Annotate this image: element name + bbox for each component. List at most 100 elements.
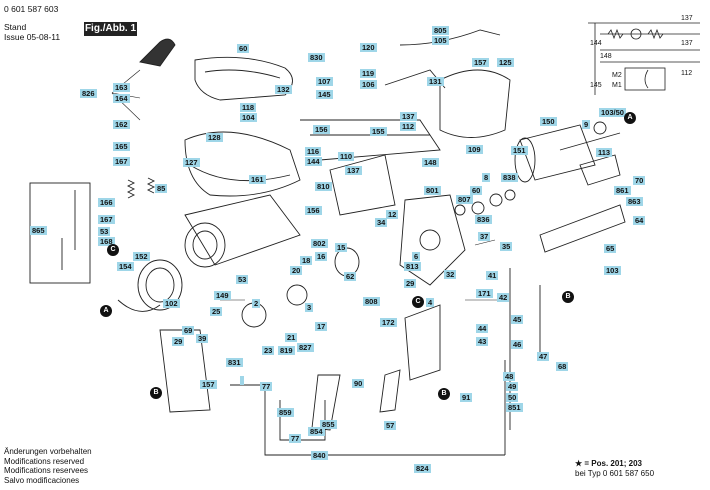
wiring-labels: 137 144 137 148 112 M2 M1 145 <box>588 12 702 106</box>
callout: 854 <box>308 427 325 436</box>
callout: 149 <box>214 291 231 300</box>
stand-label: Stand <box>4 22 27 32</box>
callout: 32 <box>444 270 457 279</box>
callout: 827 <box>297 343 314 352</box>
callout: 813 <box>404 262 421 271</box>
callout: 166 <box>98 198 115 207</box>
callout: 859 <box>277 408 294 417</box>
callout: 128 <box>206 133 223 142</box>
wiring-label: M2 <box>612 72 622 79</box>
callout: 34 <box>375 218 388 227</box>
callout: 103 <box>604 266 621 275</box>
callout: 9 <box>582 120 591 129</box>
callout: 29 <box>172 337 185 346</box>
callout: 171 <box>476 289 493 298</box>
wiring-label: 148 <box>600 53 612 60</box>
callout: 25 <box>210 307 223 316</box>
callout: 65 <box>604 244 617 253</box>
callout: 105 <box>432 36 449 45</box>
typ-note: bei Typ 0 601 587 650 <box>575 468 655 478</box>
callout: 145 <box>316 90 333 99</box>
marker-b: B <box>562 291 574 303</box>
callout: 155 <box>370 127 387 136</box>
callout: 43 <box>476 337 489 346</box>
callout: 41 <box>486 271 499 280</box>
callout: 110 <box>338 152 355 161</box>
callout: 77 <box>260 382 273 391</box>
callout: 824 <box>414 464 431 473</box>
callout: 172 <box>380 318 397 327</box>
callout: 112 <box>400 122 417 131</box>
callout: 47 <box>537 352 550 361</box>
marker-c: C <box>107 244 119 256</box>
callout: 29 <box>404 279 417 288</box>
callout: 151 <box>511 146 528 155</box>
callout: 50 <box>506 393 519 402</box>
callout: 163 <box>113 83 130 92</box>
wiring-label: 137 <box>681 40 693 47</box>
callout: 830 <box>308 53 325 62</box>
callout: 113 <box>596 148 613 157</box>
callout: 162 <box>113 120 130 129</box>
callout: 70 <box>633 176 646 185</box>
callout: 165 <box>113 142 130 151</box>
callout: 132 <box>275 85 292 94</box>
callout <box>240 376 244 385</box>
callout: 8 <box>482 173 491 182</box>
callout: 3 <box>305 303 314 312</box>
callout: 107 <box>316 77 333 86</box>
callout: 863 <box>626 197 643 206</box>
callout: 62 <box>344 272 357 281</box>
callout: 156 <box>305 206 322 215</box>
callout: 168 <box>98 237 115 246</box>
issue-label: Issue <box>4 32 25 42</box>
callout: 77 <box>289 434 302 443</box>
pos-note: ★ = Pos. 201; 203 <box>575 459 642 468</box>
marker-a: A <box>100 305 112 317</box>
issue-date: 05-08-11 <box>26 32 61 42</box>
callout: 157 <box>200 380 217 389</box>
callout: 148 <box>422 158 439 167</box>
callout: 53 <box>98 227 111 236</box>
callout: 154 <box>117 262 134 271</box>
marker-b: B <box>438 388 450 400</box>
callout: 42 <box>497 293 510 302</box>
callout: 45 <box>511 315 524 324</box>
disclaimer-line: Salvo modificaciones <box>4 475 80 485</box>
callout: 826 <box>80 89 97 98</box>
callout: 164 <box>113 94 130 103</box>
callout: 53 <box>236 275 249 284</box>
callout: 20 <box>290 266 303 275</box>
callout: 64 <box>633 216 646 225</box>
callout: 91 <box>460 393 473 402</box>
disclaimer-line: Modifications reserved <box>4 456 85 466</box>
callout: 810 <box>315 182 332 191</box>
wiring-label: 137 <box>681 15 693 22</box>
callout: 119 <box>360 69 377 78</box>
callout: 44 <box>476 324 489 333</box>
callout: 161 <box>249 175 266 184</box>
callout: 37 <box>478 232 491 241</box>
callout: 144 <box>305 157 322 166</box>
callout: 2 <box>252 299 261 308</box>
callout: 131 <box>427 77 444 86</box>
figure-label: Fig./Abb. 1 <box>84 22 137 36</box>
wiring-label: M1 <box>612 82 622 89</box>
callout: 152 <box>133 252 150 261</box>
callout: 805 <box>432 26 449 35</box>
callout: 807 <box>456 195 473 204</box>
callout: 127 <box>183 158 200 167</box>
callout: 103/50 <box>599 108 626 117</box>
callout: 157 <box>472 58 489 67</box>
callout: 69 <box>182 326 195 335</box>
callout: 48 <box>503 372 516 381</box>
marker-b: B <box>150 387 162 399</box>
callout: 6 <box>412 252 421 261</box>
callout: 102 <box>163 299 180 308</box>
callout: 15 <box>335 243 348 252</box>
marker-c: C <box>412 296 424 308</box>
callout: 831 <box>226 358 243 367</box>
callout: 167 <box>98 215 115 224</box>
callout: 116 <box>305 147 322 156</box>
